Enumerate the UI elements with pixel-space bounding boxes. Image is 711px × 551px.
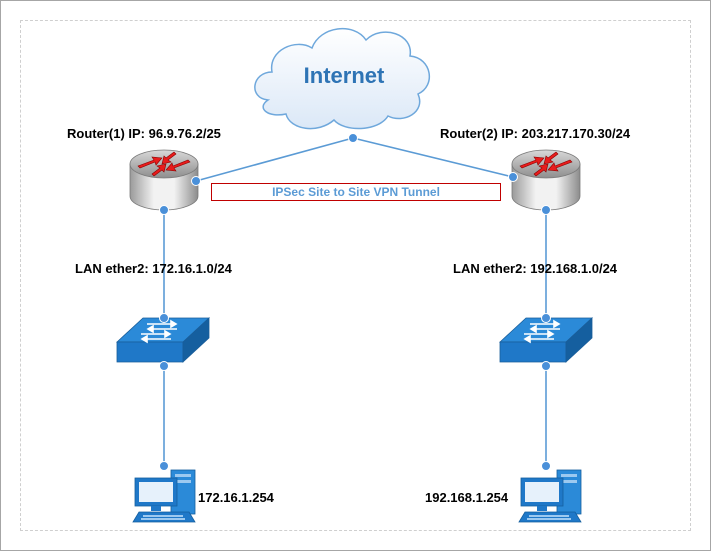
pc2-ip-label: 192.168.1.254 [425,490,509,505]
cloud-icon [254,27,431,130]
diagram-canvas-border [20,20,691,531]
router-icon [511,149,581,211]
node-dot [159,313,169,323]
lan1-label: LAN ether2: 172.16.1.0/24 [75,261,232,276]
workstation-icon [518,469,582,523]
node-dot [541,361,551,371]
node-dot [541,205,551,215]
internet-label: Internet [303,63,385,88]
lan2-label: LAN ether2: 192.168.1.0/24 [453,261,618,276]
link-router1-internet [195,137,354,182]
node-dot [508,172,518,182]
node-dot [541,461,551,471]
node-dot [541,313,551,323]
node-dot [348,133,358,143]
link-internet-router2 [352,137,514,178]
switch-icon [498,317,594,363]
node-dot [159,205,169,215]
router-icon [129,149,199,211]
vpn-tunnel-label: IPSec Site to Site VPN Tunnel [211,183,501,201]
links [163,137,547,466]
node-dot [159,461,169,471]
pc1-ip-label: 172.16.1.254 [198,490,274,505]
connection-points [159,133,551,471]
router2-ip-label: Router(2) IP: 203.217.170.30/24 [440,126,631,141]
node-dot [191,176,201,186]
workstation-icon [132,469,196,523]
router1-ip-label: Router(1) IP: 96.9.76.2/25 [67,126,221,141]
node-dot [159,361,169,371]
switch-icon [115,317,211,363]
